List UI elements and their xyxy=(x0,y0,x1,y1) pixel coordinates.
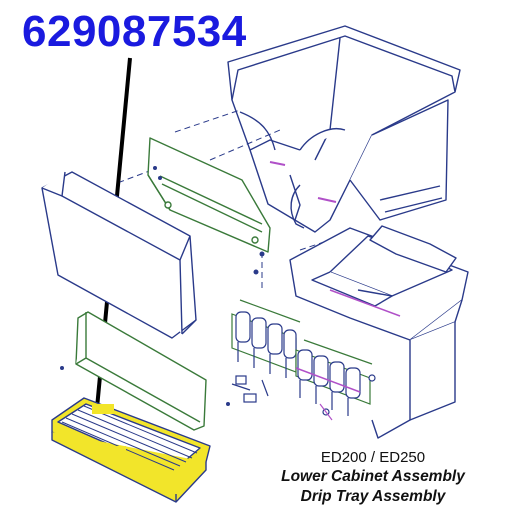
bin-purple-trim-2 xyxy=(269,161,286,166)
valve-purple-trim xyxy=(295,367,361,393)
dispense-valves-left xyxy=(231,299,301,378)
part-number-label: 629087534 xyxy=(22,7,247,56)
model-label: ED200 / ED250 xyxy=(320,449,426,466)
assembly-label-1: Lower Cabinet Assembly xyxy=(281,468,465,485)
alignment-lines xyxy=(119,109,331,292)
diagram-caption: ED200 / ED250 Lower Cabinet Assembly Dri… xyxy=(243,448,503,507)
ice-bin xyxy=(227,25,461,233)
dispense-valves-right xyxy=(295,339,373,416)
lower-green-panel xyxy=(75,311,207,431)
back-panel-bracket xyxy=(147,137,271,253)
assembly-label-2: Drip Tray Assembly xyxy=(300,488,446,505)
cabinet-purple-trim xyxy=(329,289,401,317)
lower-cabinet xyxy=(289,225,469,439)
panel-screws xyxy=(153,166,265,275)
bin-purple-trim xyxy=(317,197,337,203)
small-hardware xyxy=(231,374,376,421)
front-cover-panel xyxy=(41,171,197,339)
drip-tray xyxy=(51,397,211,503)
